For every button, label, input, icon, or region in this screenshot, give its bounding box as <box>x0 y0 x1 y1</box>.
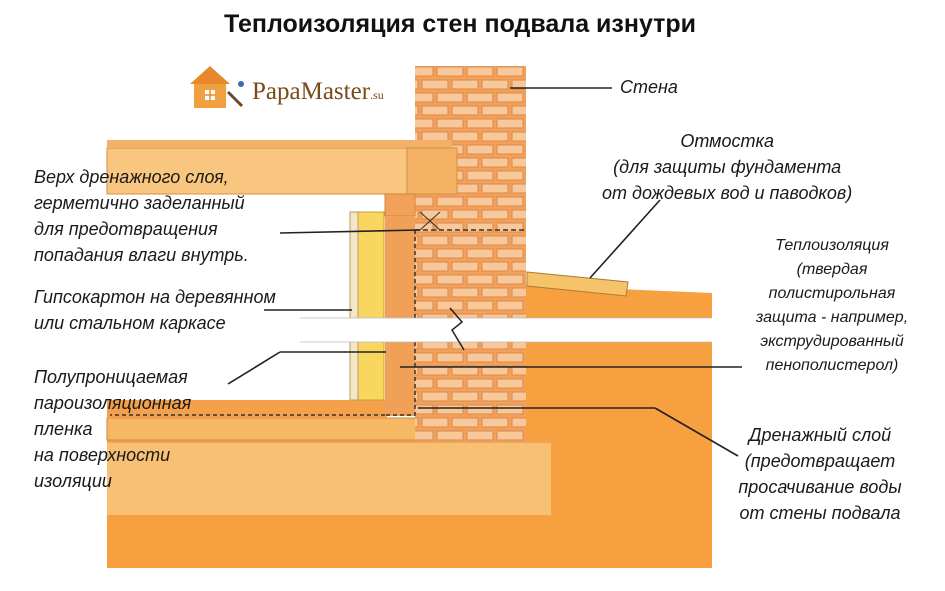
inner-wall-top <box>384 193 416 217</box>
label-drywall: Гипсокартон на деревянном или стальном к… <box>34 284 276 336</box>
label-drain-layer: Дренажный слой (предотвращает просачиван… <box>720 422 920 526</box>
house-logo-icon <box>190 66 244 108</box>
label-insulation: Теплоизоляция (твердая полистирольная за… <box>742 234 922 378</box>
label-line: герметично заделанный <box>34 193 245 213</box>
otmostka-slab <box>526 271 629 297</box>
label-line: Теплоизоляция <box>775 237 889 254</box>
label-line: или стальном каркасе <box>34 313 226 333</box>
label-line: Отмостка <box>680 131 774 151</box>
label-line: пленка <box>34 419 93 439</box>
label-line: для предотвращения <box>34 219 218 239</box>
insulation-board <box>357 211 385 401</box>
label-line: на поверхности <box>34 445 171 465</box>
drain-cross <box>419 211 441 231</box>
label-line: (для защиты фундамента <box>613 157 842 177</box>
label-line: пароизоляционная <box>34 393 192 413</box>
label-line: от дождевых вод и паводков) <box>602 183 853 203</box>
label-wall-text: Стена <box>620 77 678 97</box>
label-membrane: Полупроницаемая пароизоляционная пленка … <box>34 364 191 494</box>
ceiling-slab <box>106 147 453 195</box>
label-line: пенополистерол) <box>765 357 899 374</box>
logo-master: Master <box>300 78 371 105</box>
label-otmostka: Отмостка (для защиты фундамента от дожде… <box>602 128 852 206</box>
label-line: просачивание воды <box>738 477 902 497</box>
leader-drain-top <box>279 229 421 234</box>
section-break <box>300 318 720 342</box>
logo-papa: Papa <box>252 78 301 105</box>
label-line: (предотвращает <box>744 451 896 471</box>
label-line: Верх дренажного слоя, <box>34 167 229 187</box>
label-line: экструдированный <box>760 333 904 350</box>
floor-membrane <box>107 400 387 418</box>
label-line: полистирольная <box>768 285 896 302</box>
logo: PapaMaster.su <box>252 78 384 106</box>
leader-membrane <box>227 351 281 385</box>
label-line: Гипсокартон на деревянном <box>34 287 276 307</box>
footing <box>107 440 551 515</box>
label-line: попадания влаги внутрь. <box>34 245 249 265</box>
page-title: Теплоизоляция стен подвала изнутри <box>223 10 697 38</box>
drain-line-vertical <box>385 230 416 416</box>
logo-suffix: .su <box>370 88 384 102</box>
label-line: (твердая <box>796 261 868 278</box>
outside-soil <box>525 285 712 318</box>
label-line: Дренажный слой <box>748 425 892 445</box>
label-wall: Стена <box>620 74 678 100</box>
leader-otmostka <box>589 199 661 279</box>
label-line: Полупроницаемая <box>34 367 188 387</box>
label-line: изоляции <box>34 471 112 491</box>
label-line: от стены подвала <box>739 503 901 523</box>
drywall <box>349 211 359 401</box>
label-drain-top: Верх дренажного слоя, герметично заделан… <box>34 164 249 268</box>
label-line: защита - например, <box>755 309 909 326</box>
